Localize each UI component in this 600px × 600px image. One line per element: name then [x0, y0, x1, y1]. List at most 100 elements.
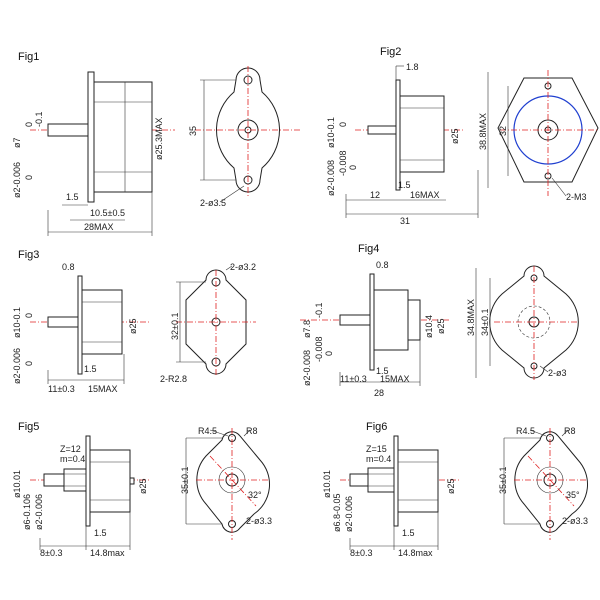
- fig3-label-flange: 0.8: [62, 262, 75, 272]
- figure-3: Fig3 0.8 ø10-0.1 0 ø2-0.006 0 ø25 1.5 11…: [12, 249, 256, 394]
- fig3-label-dia2-upper: 0: [24, 361, 34, 366]
- fig4-label-body-dia2: ø25: [436, 318, 446, 334]
- fig5-label-d3: 14.8max: [90, 548, 125, 558]
- fig2-label-d2: 12: [370, 190, 380, 200]
- fig2-label-holes: 2-M3: [566, 192, 587, 202]
- fig6-label-holes: 2-ø3.3: [562, 516, 588, 526]
- fig6-label-d2: 8±0.3: [350, 548, 372, 558]
- fig5-label-height: 35±0.1: [180, 467, 190, 494]
- fig4-label-dia2: ø2-0.008: [302, 350, 312, 386]
- fig1-label-d2: 10.5±0.5: [90, 208, 125, 218]
- fig1-label-dia2-upper: 0: [24, 175, 34, 180]
- fig5-label-radius: R4.5: [198, 426, 217, 436]
- fig3-label-shaft-tol-upper: 0: [24, 313, 34, 318]
- fig3-side-view: [30, 275, 150, 384]
- fig5-label-dia2b: ø2-0.006: [34, 494, 44, 530]
- fig5-label-d2: 8±0.3: [40, 548, 62, 558]
- fig1-side-view: [30, 71, 175, 236]
- fig4-label-d1: 1.5: [376, 366, 389, 376]
- fig3-label-shaft-dia: ø10-0.1: [12, 307, 22, 338]
- fig5-label-body-dia: ø25: [138, 478, 148, 494]
- fig4-label-shaft-dia: ø7.8: [302, 320, 312, 338]
- fig1-label-dia2: ø2-0.006: [12, 162, 22, 198]
- fig6-front-view: [503, 428, 588, 540]
- fig2-label-d4: 31: [400, 216, 410, 226]
- fig2-label-dia2-lower: -0.008: [338, 150, 348, 176]
- fig2-label-d1: 1.5: [398, 180, 411, 190]
- fig5-side-view: [30, 435, 150, 550]
- fig4-label-flange: 0.8: [376, 260, 389, 270]
- fig6-label-angle: 35°: [566, 490, 580, 500]
- fig1-front-view: [195, 66, 300, 203]
- figure-6-title: Fig6: [366, 421, 387, 433]
- figure-5: Fig5 Z=12 m=0.4 ø10.01 ø6-0.106 ø2-0.006…: [12, 421, 272, 558]
- fig1-label-body-dia: ø25.3MAX: [154, 117, 164, 160]
- fig2-label-body-dia: ø25: [450, 128, 460, 144]
- fig5-label-radius2: R8: [246, 426, 258, 436]
- fig2-label-dia2: ø2-0.008: [326, 160, 336, 196]
- fig3-label-dia2: ø2-0.006: [12, 348, 22, 384]
- figure-2: Fig2 1.8 ø10-0.1 0 ø2-0.008 -0.008 0 ø25…: [326, 46, 599, 226]
- fig1-label-holes: 2-ø3.5: [200, 198, 226, 208]
- fig1-label-height: 35: [188, 126, 198, 136]
- fig3-label-d3: 15MAX: [88, 384, 118, 394]
- figure-3-title: Fig3: [18, 249, 39, 261]
- fig3-label-d2: 11±0.3: [48, 384, 75, 394]
- fig2-front-view: [487, 70, 599, 197]
- fig1-label-shaft-tol-lower: -0.1: [34, 111, 44, 127]
- figure-4: Fig4 0.8 ø7.8 -0.1 ø2-0.008 -0.008 0 ø10…: [300, 243, 579, 398]
- fig6-label-d3: 14.8max: [398, 548, 433, 558]
- fig6-label-dia2b: ø2-0.006: [344, 496, 354, 532]
- fig4-front-view: [475, 265, 579, 380]
- fig2-label-flange: 1.8: [406, 62, 419, 72]
- fig2-label-shaft-dia: ø10-0.1: [326, 117, 336, 148]
- figure-1-title: Fig1: [18, 51, 39, 63]
- fig4-label-d4: 28: [374, 388, 384, 398]
- fig5-label-d1: 1.5: [94, 528, 107, 538]
- fig1-label-shaft-tol-upper: 0: [24, 122, 34, 127]
- fig6-label-body-dia: ø25: [446, 478, 456, 494]
- fig4-label-outline: 34.8MAX: [466, 299, 476, 336]
- fig2-side-view: [345, 65, 479, 218]
- fig5-label-holes: 2-ø3.3: [246, 516, 272, 526]
- fig6-side-view: [340, 435, 460, 550]
- figure-6: Fig6 Z=15 m=0.4 ø10.01 ø6.8-0.05 ø2-0.00…: [322, 421, 588, 558]
- fig6-label-gear-z: Z=15: [366, 444, 387, 454]
- fig4-label-shaft-tol: -0.1: [314, 302, 324, 318]
- fig3-label-holes: 2-ø3.2: [230, 262, 256, 272]
- fig6-label-d1: 1.5: [402, 528, 415, 538]
- fig6-label-height: 35±0.1: [498, 467, 508, 494]
- fig3-label-height: 32±0.1: [170, 313, 180, 340]
- fig1-label-d1: 1.5: [66, 192, 79, 202]
- figure-1: Fig1 ø7 0 -0.1 ø2-0.006 0 ø25.3MAX 1.5 1…: [12, 51, 300, 236]
- fig4-label-body-dia1: ø10.4: [424, 315, 434, 338]
- fig5-front-view: [185, 428, 270, 540]
- fig4-label-d2: 11±0.3: [340, 374, 367, 384]
- fig6-label-dia2: ø6.8-0.05: [332, 493, 342, 532]
- fig6-label-radius: R4.5: [516, 426, 535, 436]
- fig4-side-view: [300, 273, 450, 386]
- fig6-label-gear-m: m=0.4: [366, 454, 391, 464]
- fig4-label-d3: 15MAX: [380, 374, 410, 384]
- fig3-label-d1: 1.5: [84, 364, 97, 374]
- fig5-label-angle: 32°: [248, 490, 262, 500]
- figure-4-title: Fig4: [358, 243, 379, 255]
- fig1-label-d3: 28MAX: [84, 222, 114, 232]
- fig5-label-dia2: ø6-0.106: [22, 494, 32, 530]
- figure-5-title: Fig5: [18, 421, 39, 433]
- fig5-label-dia1: ø10.01: [12, 470, 22, 498]
- fig3-front-view: [176, 265, 256, 376]
- fig5-label-gear-z: Z=12: [60, 444, 81, 454]
- fig4-label-dia2-lower: -0.008: [314, 336, 324, 362]
- fig4-label-holes: 2-ø3: [548, 368, 567, 378]
- fig2-label-d3: 16MAX: [410, 190, 440, 200]
- fig1-label-shaft-dia: ø7: [12, 137, 22, 148]
- fig2-label-height: 32: [498, 126, 508, 136]
- fig4-label-dia2-upper: 0: [324, 351, 334, 356]
- fig3-label-radius: 2-R2.8: [160, 374, 187, 384]
- fig3-label-body-dia: ø25: [128, 318, 138, 334]
- fig4-label-height: 34±0.1: [480, 309, 490, 336]
- fig5-label-gear-m: m=0.4: [60, 454, 85, 464]
- fig2-label-dia2-upper: 0: [348, 165, 358, 170]
